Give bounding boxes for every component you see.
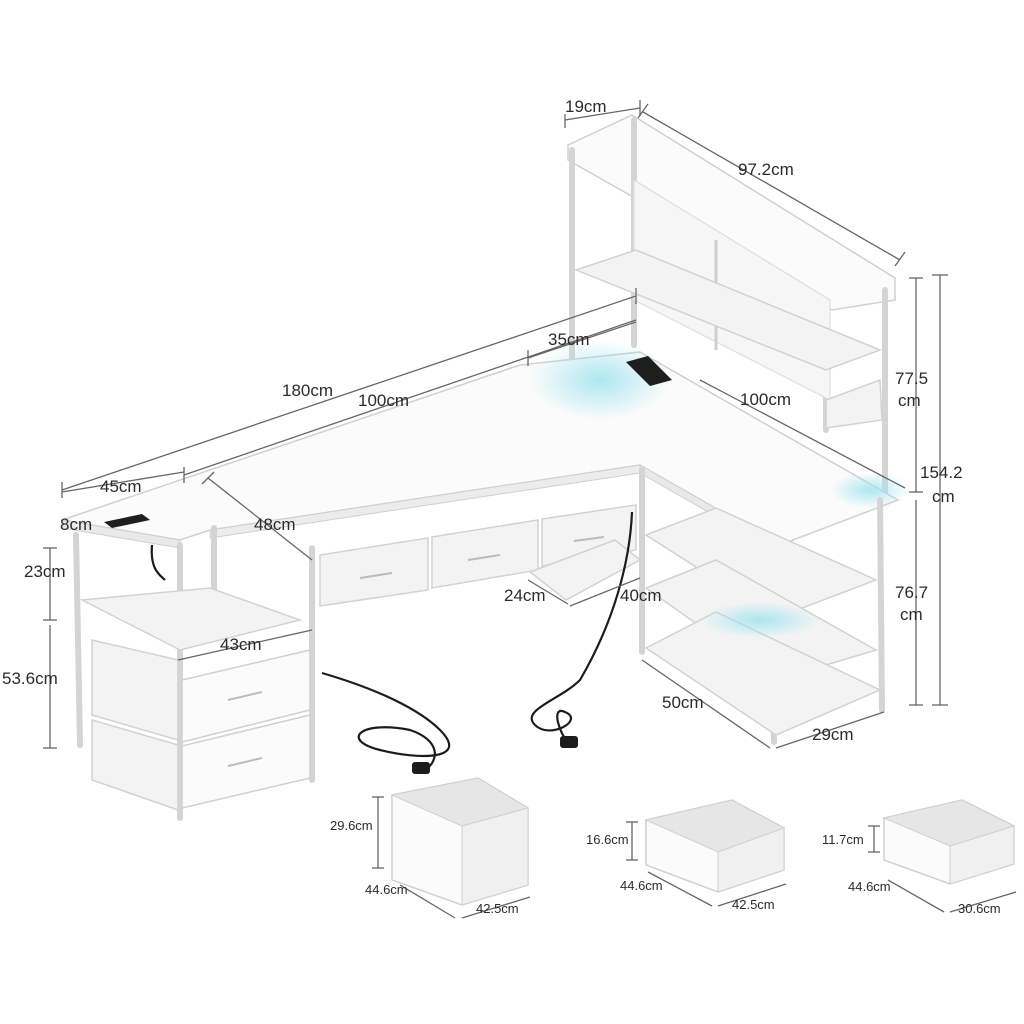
drawer-small-height: 11.7cm — [822, 832, 864, 847]
drawer-medium-depth: 44.6cm — [620, 878, 663, 893]
plug-icon — [412, 762, 430, 774]
label-top-height-unit: cm — [898, 391, 921, 410]
label-tower-width: 50cm — [662, 693, 704, 712]
label-desk-length: 180cm — [282, 381, 333, 400]
label-shelf-width: 35cm — [548, 330, 590, 349]
label-hutch-depth: 19cm — [565, 97, 607, 116]
label-cabinet-depth: 43cm — [220, 635, 262, 654]
cabinet-shelf — [79, 587, 303, 651]
label-total-height-unit: cm — [932, 487, 955, 506]
drawer-large-width: 42.5cm — [476, 901, 519, 916]
cable-right — [530, 511, 634, 743]
label-cabinet-gap: 23cm — [24, 562, 66, 581]
drawer-medium-height: 16.6cm — [586, 832, 629, 847]
desk-illustration — [61, 114, 910, 821]
label-desk-main: 100cm — [358, 391, 409, 410]
label-lower-height-unit: cm — [900, 605, 923, 624]
label-top-height: 77.5 — [895, 369, 928, 388]
tower-shelf-3 — [644, 611, 882, 736]
power-strip-icon — [626, 356, 672, 386]
label-top-edge: 8cm — [60, 515, 92, 534]
plug-icon-2 — [560, 736, 578, 748]
label-cabinet-height: 53.6cm — [2, 669, 58, 688]
hutch-shelf — [573, 249, 883, 371]
drawer-medium-width: 42.5cm — [732, 897, 775, 912]
power-outlet-icon — [104, 514, 150, 528]
hutch-top — [567, 114, 896, 311]
drawer-medium: 16.6cm 44.6cm 42.5cm — [586, 799, 787, 912]
dimension-lines — [43, 100, 948, 749]
label-tower-depth: 29cm — [812, 725, 854, 744]
cabinet-drawers — [91, 639, 311, 812]
drawer-large-height: 29.6cm — [330, 818, 373, 833]
label-lower-height: 76.7 — [895, 583, 928, 602]
desk-drawers — [319, 504, 637, 607]
drawer-small-width: 30.6cm — [958, 901, 1001, 916]
drawer-small: 11.7cm 44.6cm 30.6cm — [822, 799, 1017, 916]
dimension-labels: 19cm 97.2cm 35cm 180cm 100cm 100cm 77.5 … — [2, 97, 963, 744]
drawer-large: 29.6cm 44.6cm 42.5cm — [330, 777, 531, 919]
label-shelf-width-lower: 40cm — [620, 586, 662, 605]
label-shelf-depth: 24cm — [504, 586, 546, 605]
cable-left — [150, 544, 166, 581]
label-total-height: 154.2 — [920, 463, 963, 482]
drawer-small-depth: 44.6cm — [848, 879, 891, 894]
label-cabinet-top-depth: 45cm — [100, 477, 142, 496]
label-desk-return: 100cm — [740, 390, 791, 409]
label-cabinet-width: 48cm — [254, 515, 296, 534]
desk-top — [61, 351, 900, 546]
label-hutch-width: 97.2cm — [738, 160, 794, 179]
drawer-large-depth: 44.6cm — [365, 882, 408, 897]
cable-middle — [321, 671, 451, 771]
